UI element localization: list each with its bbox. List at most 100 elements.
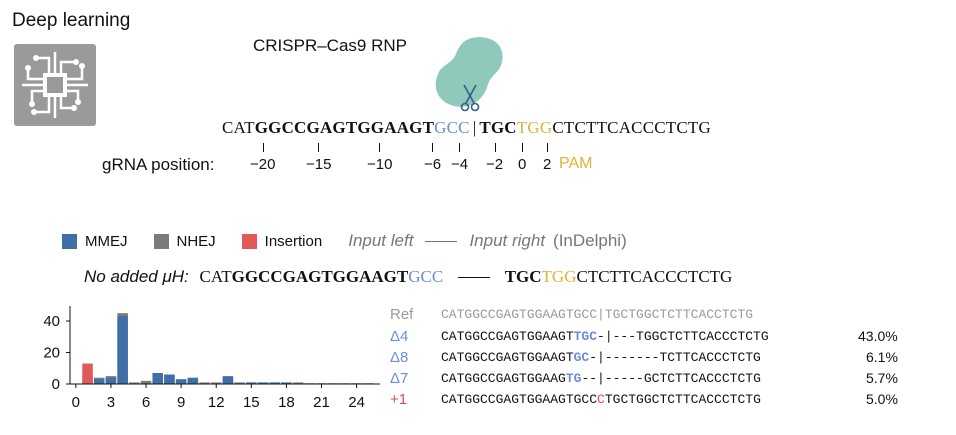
target-sequence: CATGGCCGAGTGGAAGTGCC|TGCTGGCTCTTCACCCTCT… [222,118,711,138]
legend-mmej: MMEJ [85,232,128,250]
bar-nhej [234,382,245,384]
aln-pct-d8: 6.1% [866,349,898,365]
x-tick-label: 6 [142,394,150,411]
bar-mmej [93,379,105,384]
x-tick-label: 21 [313,394,330,411]
na-seg5: TGG [541,267,577,286]
tick-mark [522,143,523,152]
seq-flank-right: CTCTTCACCCTCTG [552,118,711,137]
bar-nhej [129,382,140,384]
aln-seq-d7: CATGGCCGAGTGGAAGTG--|-----GCTCTTCACCCTCT… [441,371,761,386]
tick-mark [495,143,496,152]
pam-label: PAM [559,155,593,172]
aln-label-d7: Δ7 [390,370,409,387]
aln-pre: CATGGCCGAGTGGAAGT [441,350,574,365]
cut-site-marker: | [472,118,477,137]
aln-label-ref: Ref [390,306,414,323]
grna-tick-label: −6 [424,156,442,173]
cas9-icon [430,34,512,121]
aln-pct-ins1: 5.0% [866,391,898,407]
aln-hl: C [597,392,605,407]
legend-input-left: Input left [348,231,414,250]
grna-tick-label: −10 [367,156,393,173]
aln-hl: TG [565,371,582,386]
bar-mmej [269,382,280,384]
indel-histogram: 0 3 6 9 12 15 18 21 24 0 20 40 [43,306,380,411]
mmej-swatch [62,233,77,249]
aln-label-d8: Δ8 [390,349,409,366]
y-tick-label: 20 [43,345,60,362]
bar-mmej [281,382,292,384]
nhej-swatch [153,233,169,249]
legend-nhej: NHEJ [176,232,216,250]
bar-mmej [257,382,269,384]
bar-mmej [105,377,117,384]
grna-position-label: gRNA position: [102,155,215,174]
seq-pam: TGG [516,118,553,137]
tick-mark [318,143,319,152]
aln-pct-d4: 43.0% [858,328,898,344]
bar-mmej [246,382,257,384]
x-tick-label: 0 [72,394,80,411]
aln-pre: CATGGCCGAGTGGAAG [441,371,566,386]
legend-indelphi: (InDelphi) [553,231,627,250]
aln-post: -|-------TCTTCACCCTCTG [589,350,761,365]
no-added-left-seq: CATGGCCGAGTGGAAGTGCC [200,267,444,286]
aln-label-ins1: +1 [390,391,408,408]
aln-pre: CATGGCCGAGTGGAAGT [441,329,574,344]
bar-insertion [82,363,93,384]
na-seg6: CTCTTCACCCTCTG [576,267,733,286]
insertion-swatch [241,233,257,249]
seq-microhomology-right: TGC [479,118,517,137]
aln-pre: CATGGCCGAGTGGAAGTGCC [441,392,598,407]
chip-icon [14,44,96,131]
bar-mmej [187,377,199,384]
tick-mark [547,143,548,152]
x-tick-label: 15 [243,394,260,411]
aln-seq-ref: CATGGCCGAGTGGAAGTGCC|TGCTGGCTCTTCACCTCTG [441,307,754,322]
aln-hl: TGC [573,329,598,344]
crispr-rnp-label: CRISPR–Cas9 RNP [253,36,407,55]
x-tick-label: 18 [278,394,295,411]
seq-flank-left: CAT [222,118,255,137]
deep-learning-title: Deep learning [12,10,131,31]
bar-nhej [140,380,152,384]
bar-nhej [210,382,222,384]
legend: MMEJ NHEJ Insertion Input left Input rig… [62,231,627,251]
bar-nhej [199,382,210,384]
grna-tick-label: −20 [250,156,276,173]
legend-input-right: Input right [469,231,546,250]
bar-mmej [164,374,175,384]
input-dash [425,240,458,242]
aln-pct-d7: 5.7% [866,370,898,386]
x-tick-label: 3 [107,394,115,411]
bar-mmej [152,372,163,384]
scissors-icon [459,83,481,118]
grna-tick-label: −2 [486,156,504,173]
aln-seq-d4: CATGGCCGAGTGGAAGTTGC-|---TGGCTCTTCACCCTC… [441,329,769,344]
x-tick-label: 9 [177,394,185,411]
x-tick-label: 12 [208,394,225,411]
aln-hl: GC [573,350,590,365]
na-seg3: GCC [408,267,444,286]
bar-mmej [175,379,187,384]
legend-insertion: Insertion [264,232,323,250]
aln-label-d4: Δ4 [390,328,409,345]
tick-mark [379,143,380,152]
y-tick-label: 0 [52,376,60,393]
grna-tick-label: −15 [306,156,332,173]
seq-microhomology-left: GCC [434,118,470,137]
grna-tick-label: 0 [518,156,527,173]
na-seg1: CAT [199,267,232,286]
tick-mark [263,143,264,152]
seq-protospacer: GGCCGAGTGGAAGT [254,118,435,137]
no-added-label: No added μH: [84,267,189,286]
no-added-microhomology-row: No added μH: CATGGCCGAGTGGAAGTGCC TGCTGG… [84,267,732,287]
x-tick-label: 24 [348,394,365,411]
aln-seq-d8: CATGGCCGAGTGGAAGTGC-|-------TCTTCACCCTCT… [441,350,761,365]
aln-seq-ins1: CATGGCCGAGTGGAAGTGCCCTGCTGGCTCTTCACCCTCT… [441,392,761,407]
bar-nhej [292,382,304,384]
y-tick-label: 40 [43,313,60,330]
bar-mmej [117,316,128,384]
bar-mmej [222,376,234,384]
